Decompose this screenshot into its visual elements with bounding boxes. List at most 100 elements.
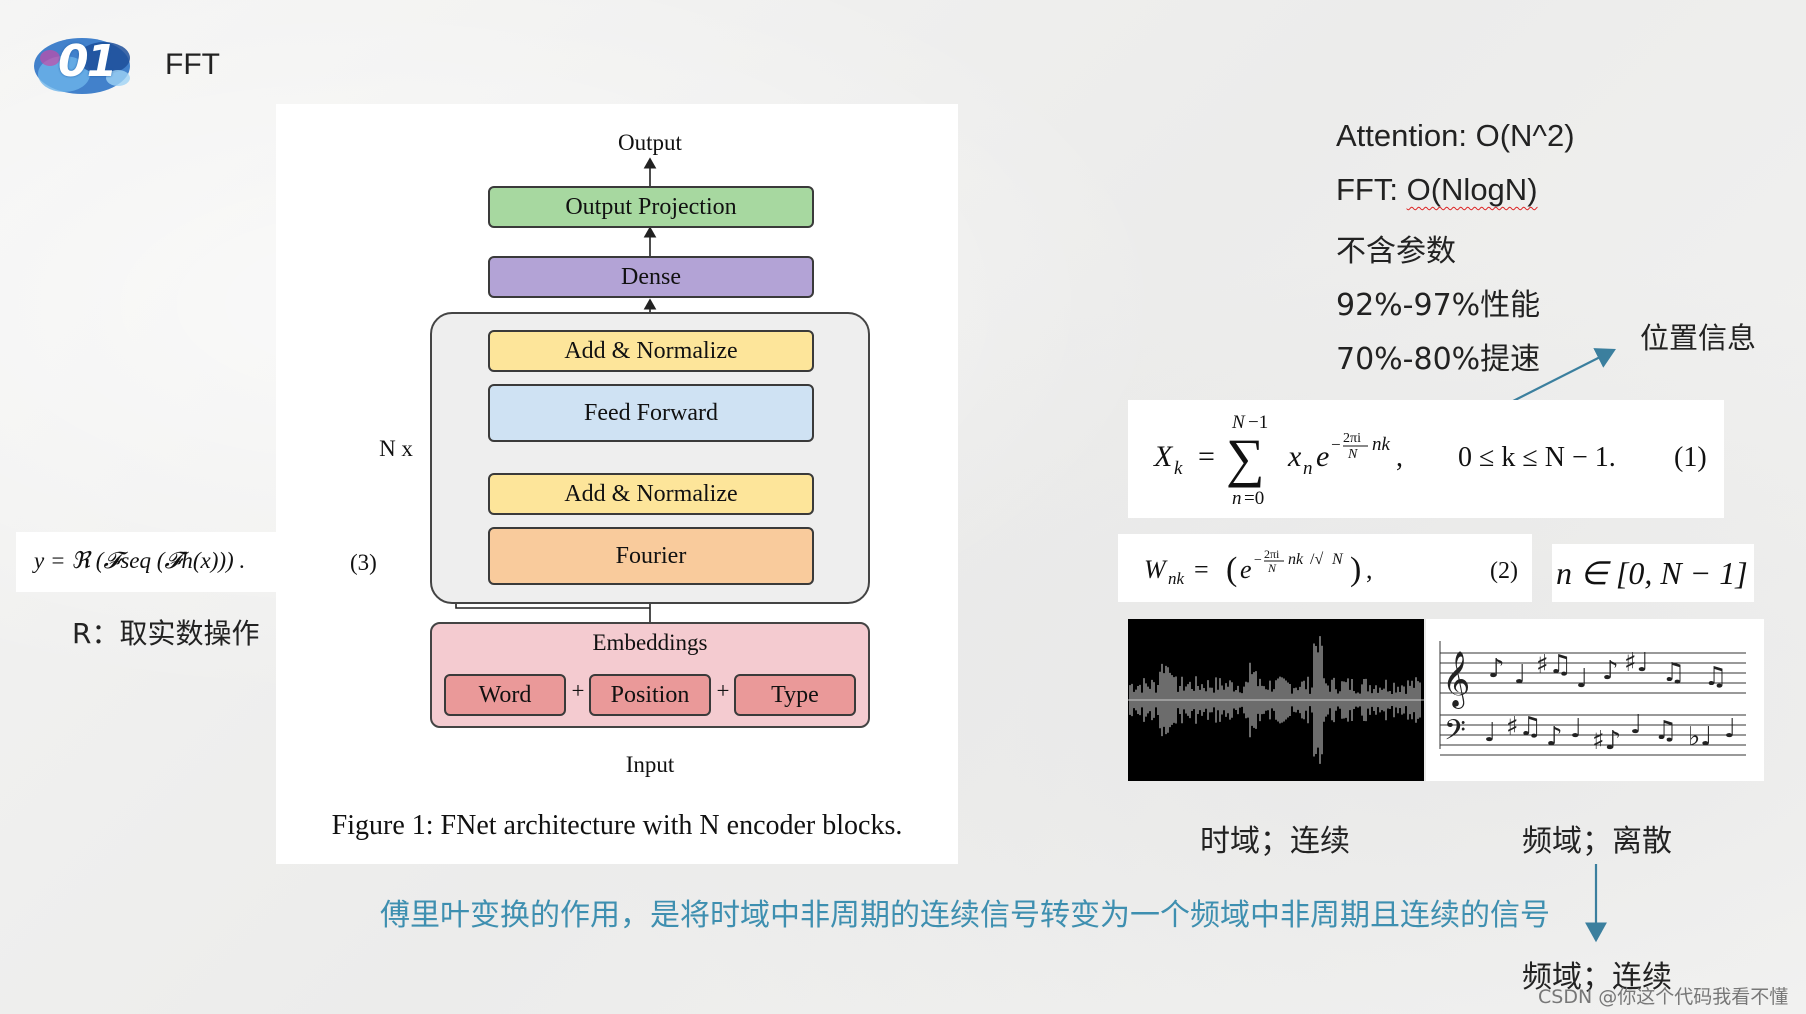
page-title: FFT bbox=[165, 48, 220, 81]
svg-text:♯♫: ♯♫ bbox=[1536, 650, 1572, 680]
svg-text:−: − bbox=[1254, 553, 1262, 568]
svg-text:e: e bbox=[1316, 440, 1329, 473]
freq-discrete-label: 频域；离散 bbox=[1522, 824, 1672, 859]
svg-text:k: k bbox=[1174, 458, 1183, 479]
svg-text:N: N bbox=[1267, 561, 1277, 575]
weight-equation: W nk = ( e − 2πi N nk /√ N ) , (2) bbox=[1144, 547, 1518, 588]
plus-sign: + bbox=[716, 678, 730, 703]
svg-text:♩: ♩ bbox=[1484, 718, 1496, 748]
brush-splash-icon bbox=[34, 38, 130, 94]
word-embedding-block: Word bbox=[444, 674, 566, 716]
svg-text:♩: ♩ bbox=[1630, 710, 1642, 740]
svg-text:e: e bbox=[1240, 555, 1252, 584]
real-part-note: R：取实数操作 bbox=[72, 617, 260, 650]
fft-complexity-line: FFT: O(NlogN) bbox=[1336, 172, 1538, 208]
svg-text:,: , bbox=[1366, 555, 1373, 584]
output-projection-block: Output Projection bbox=[488, 186, 814, 228]
eq1-number: (1) bbox=[1674, 442, 1707, 473]
svg-text:n: n bbox=[1303, 458, 1313, 479]
svg-text:X: X bbox=[1153, 440, 1174, 473]
svg-text:,: , bbox=[1396, 442, 1403, 473]
svg-text:=: = bbox=[1194, 555, 1209, 584]
svg-text:♯♫: ♯♫ bbox=[1506, 712, 1542, 742]
svg-text:♩: ♩ bbox=[1570, 714, 1582, 744]
input-label: Input bbox=[625, 752, 675, 777]
svg-text:N: N bbox=[1331, 551, 1344, 568]
dft-equation-box: X k = N −1 ∑ n =0 x n e − 2πi N nk , 0 ≤… bbox=[1128, 400, 1724, 518]
music-score-graphic: 𝄞 𝄢 ♪♩♯♫ ♩♪♯♩ ♫♫ ♩♯♫♪ ♩♯♪♩ ♫♭♩♩ bbox=[1439, 641, 1746, 756]
svg-text:=0: =0 bbox=[1244, 488, 1264, 509]
section-logo: 01 bbox=[30, 28, 136, 102]
svg-text:W: W bbox=[1144, 555, 1168, 584]
formula-3: y = ℜ (𝓕seq (𝓕h(x))) . bbox=[34, 548, 246, 573]
time-domain-label: 时域；连续 bbox=[1200, 824, 1350, 859]
fft-complexity: O(NlogN) bbox=[1406, 172, 1538, 207]
treble-clef-icon: 𝄞 bbox=[1442, 651, 1470, 709]
svg-text:♯♩: ♯♩ bbox=[1624, 648, 1649, 678]
position-embedding-block: Position bbox=[589, 674, 711, 716]
svg-text:nk: nk bbox=[1372, 434, 1391, 455]
formula-3-box: y = ℜ (𝓕seq (𝓕h(x))) . bbox=[16, 532, 278, 592]
svg-text:♫: ♫ bbox=[1704, 662, 1727, 692]
svg-text:♩: ♩ bbox=[1724, 714, 1736, 744]
plus-sign: + bbox=[571, 678, 585, 703]
speedup-note: 70%-80%提速 bbox=[1336, 342, 1541, 377]
attention-complexity: Attention: O(N^2) bbox=[1336, 118, 1575, 153]
dft-range: 0 ≤ k ≤ N − 1. bbox=[1458, 442, 1616, 473]
svg-text:): ) bbox=[1350, 551, 1361, 588]
svg-text:∑: ∑ bbox=[1226, 428, 1265, 488]
section-number: 01 bbox=[58, 36, 117, 87]
fourier-block: Fourier bbox=[488, 527, 814, 585]
freq-continuous-label: 频域；连续 bbox=[1522, 960, 1672, 995]
feed-forward-block: Feed Forward bbox=[488, 384, 814, 442]
formula-3-number: (3) bbox=[350, 550, 377, 575]
time-domain-waveform bbox=[1128, 619, 1424, 781]
fft-prefix: FFT: bbox=[1336, 172, 1407, 207]
svg-text:♪: ♪ bbox=[1546, 722, 1563, 752]
n-range-box: n ∈ [0, N − 1] bbox=[1552, 544, 1754, 602]
type-embedding-block: Type bbox=[734, 674, 856, 716]
svg-text:♪: ♪ bbox=[1488, 654, 1505, 684]
fnet-figure: Output Output Projection Dense N x Add &… bbox=[276, 104, 958, 864]
svg-text:−: − bbox=[1331, 435, 1341, 454]
svg-text:nk: nk bbox=[1168, 569, 1185, 588]
position-info-label: 位置信息 bbox=[1640, 321, 1757, 355]
svg-text:N: N bbox=[1231, 412, 1246, 433]
svg-text:2πi: 2πi bbox=[1343, 431, 1361, 446]
dense-block: Dense bbox=[488, 256, 814, 298]
svg-text:♭♩: ♭♩ bbox=[1688, 722, 1713, 752]
fourier-statement: 傅里叶变换的作用，是将时域中非周期的连续信号转变为一个频域中非周期且连续的信号 bbox=[380, 898, 1550, 933]
svg-text:♯♪: ♯♪ bbox=[1592, 726, 1621, 756]
svg-text:nk: nk bbox=[1288, 551, 1304, 568]
eq2-number: (2) bbox=[1490, 558, 1518, 584]
frequency-domain-score: 𝄞 𝄢 ♪♩♯♫ ♩♪♯♩ ♫♫ ♩♯♫♪ ♩♯♪♩ ♫♭♩♩ bbox=[1426, 619, 1764, 781]
svg-text:=: = bbox=[1198, 440, 1215, 473]
performance-note: 92%-97%性能 bbox=[1336, 288, 1541, 323]
output-label: Output bbox=[618, 130, 682, 155]
add-normalize-top-block: Add & Normalize bbox=[488, 330, 814, 372]
svg-text:(: ( bbox=[1226, 551, 1237, 588]
svg-text:/√: /√ bbox=[1310, 551, 1323, 568]
svg-text:♫: ♫ bbox=[1654, 716, 1677, 746]
figure-caption: Figure 1: FNet architecture with N encod… bbox=[331, 810, 903, 841]
n-times-label: N x bbox=[379, 436, 413, 461]
add-normalize-bottom-block: Add & Normalize bbox=[488, 473, 814, 515]
svg-text:2πi: 2πi bbox=[1264, 547, 1280, 561]
svg-text:♫: ♫ bbox=[1662, 658, 1685, 688]
svg-text:−1: −1 bbox=[1248, 412, 1268, 433]
weight-equation-box: W nk = ( e − 2πi N nk /√ N ) , (2) bbox=[1118, 534, 1532, 602]
svg-text:♪: ♪ bbox=[1602, 656, 1619, 686]
n-range: n ∈ [0, N − 1] bbox=[1556, 555, 1748, 591]
embeddings-label: Embeddings bbox=[592, 630, 708, 655]
svg-text:♩: ♩ bbox=[1576, 664, 1588, 694]
music-notes: ♪♩♯♫ ♩♪♯♩ ♫♫ ♩♯♫♪ ♩♯♪♩ ♫♭♩♩ bbox=[1484, 648, 1736, 756]
dft-equation: X k = N −1 ∑ n =0 x n e − 2πi N nk , 0 ≤… bbox=[1153, 412, 1707, 509]
svg-text:N: N bbox=[1347, 447, 1358, 462]
waveform-graphic bbox=[1128, 636, 1424, 764]
bass-clef-icon: 𝄢 bbox=[1444, 714, 1466, 754]
svg-text:n: n bbox=[1232, 488, 1242, 509]
svg-text:♩: ♩ bbox=[1514, 660, 1526, 690]
csdn-watermark: CSDN @你这个代码我看不懂 bbox=[1538, 986, 1789, 1008]
no-params-note: 不含参数 bbox=[1336, 234, 1456, 269]
svg-text:x: x bbox=[1287, 440, 1302, 473]
